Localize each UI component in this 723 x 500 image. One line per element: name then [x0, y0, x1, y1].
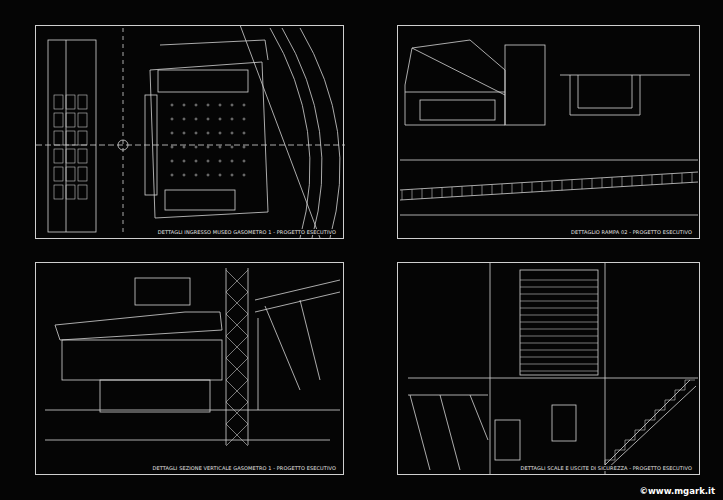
drawing-sheet: DETTAGLIO RAMPA 02 - PROGETTO ESECUTIVO	[397, 25, 700, 239]
sheet-caption: DETTAGLI SCALE E USCITE DI SICUREZZA - P…	[520, 465, 693, 471]
drawing-sheet: DETTAGLI SCALE E USCITE DI SICUREZZA - P…	[397, 262, 700, 475]
drawing-sheet: DETTAGLI INGRESSO MUSEO GASOMETRO 1 - PR…	[35, 25, 344, 239]
sheet-caption: DETTAGLIO RAMPA 02 - PROGETTO ESECUTIVO	[570, 229, 693, 235]
drawing-sheet: DETTAGLI SEZIONE VERTICALE GASOMETRO 1 -…	[35, 262, 344, 475]
sheet-caption: DETTAGLI INGRESSO MUSEO GASOMETRO 1 - PR…	[157, 229, 337, 235]
sheet-caption: DETTAGLI SEZIONE VERTICALE GASOMETRO 1 -…	[152, 465, 337, 471]
watermark: ©www.mgark.it	[640, 486, 715, 496]
